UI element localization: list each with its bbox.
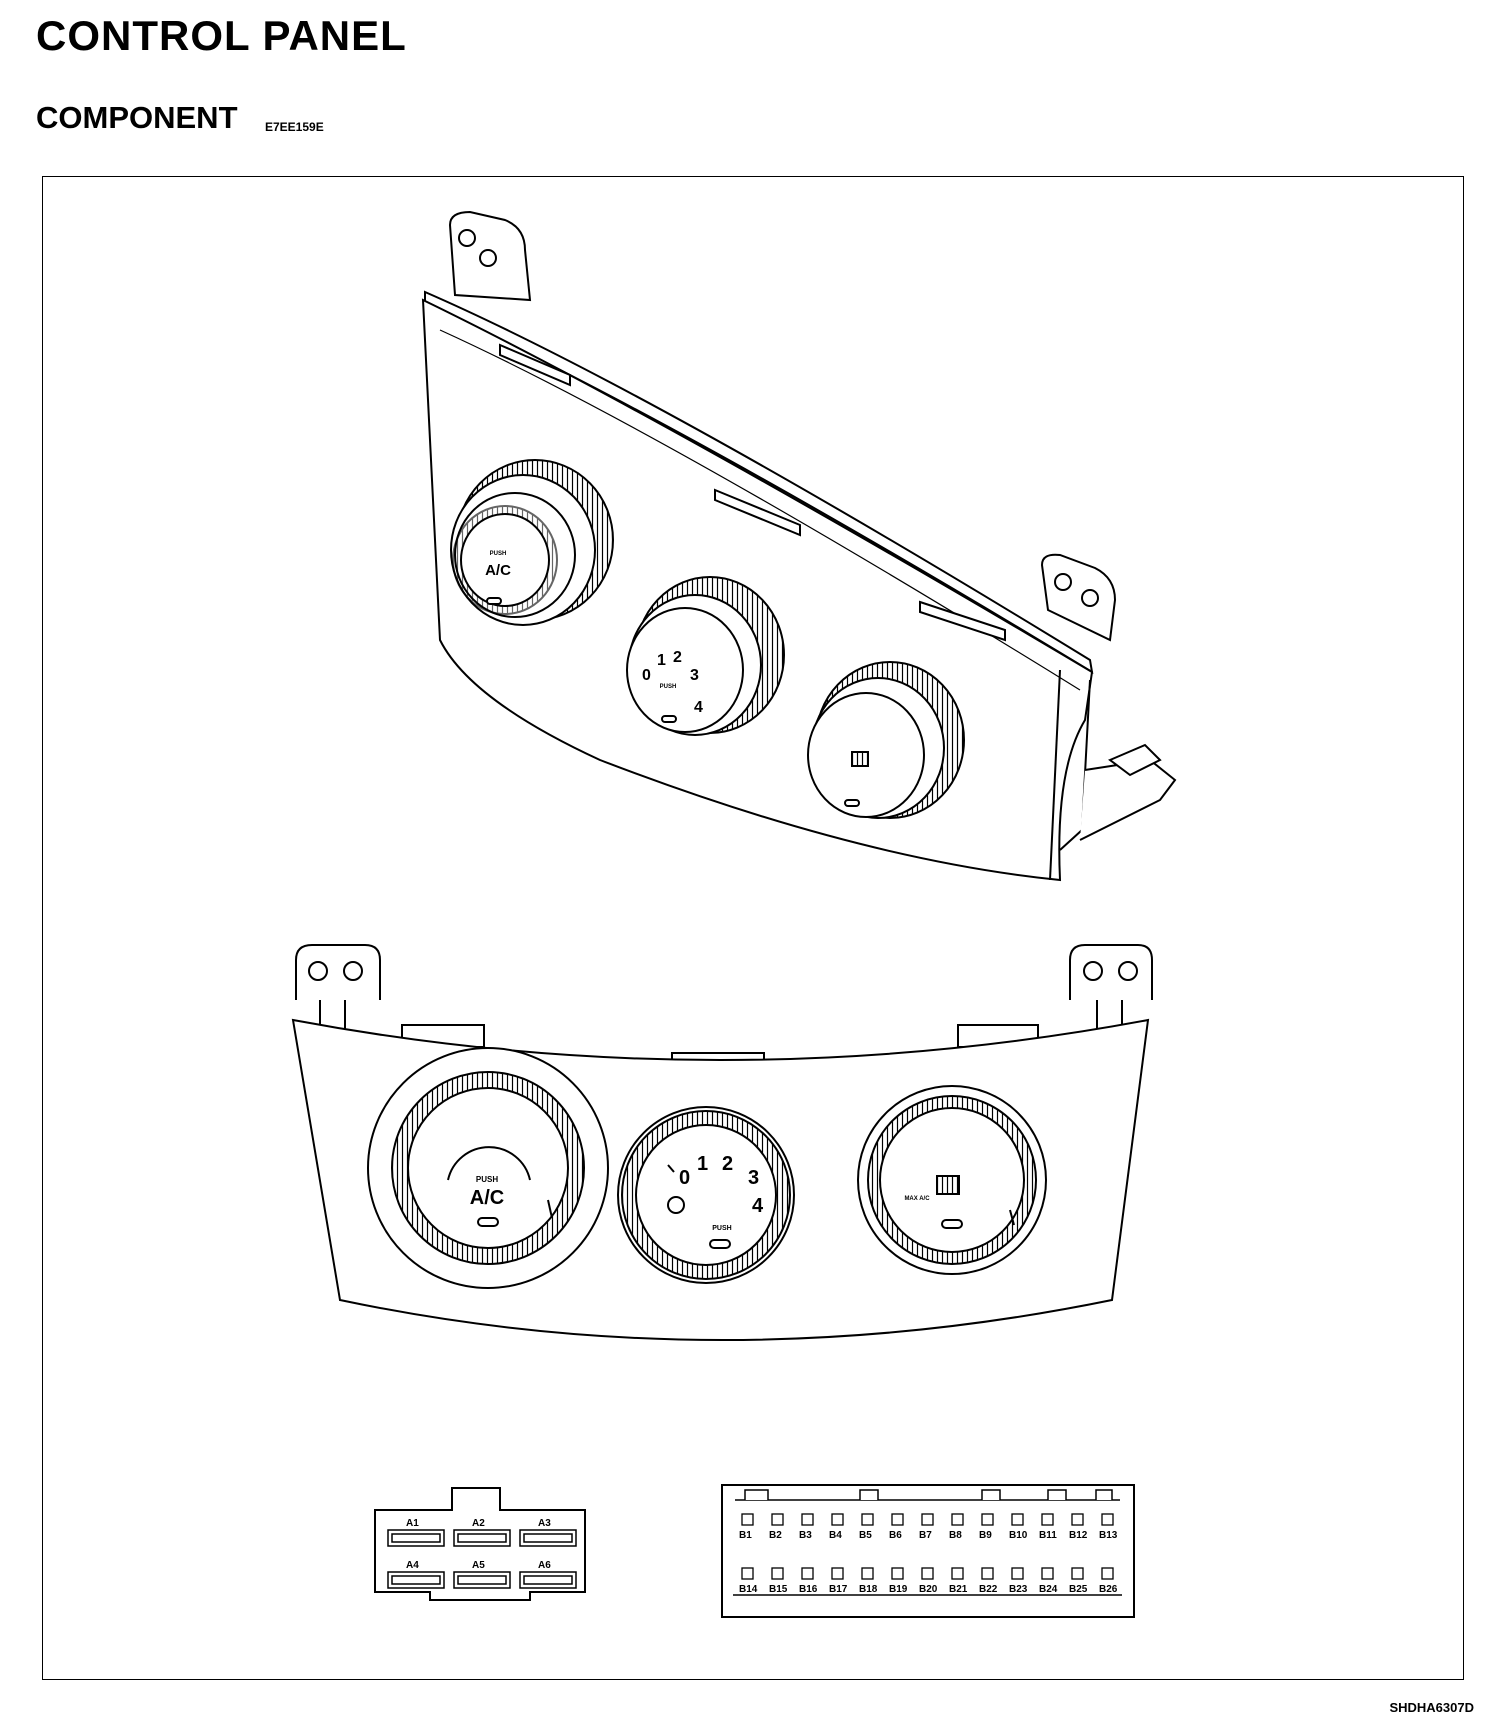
section-code: E7EE159E: [265, 120, 324, 134]
connector-b-pin-label: B19: [889, 1584, 908, 1595]
iso-knob1-push-label: PUSH: [490, 551, 507, 557]
connector-a-pin-label: A4: [406, 1560, 419, 1571]
svg-text:2: 2: [673, 649, 682, 666]
svg-text:1: 1: [697, 1153, 708, 1175]
connector-b-pin: [921, 1513, 934, 1526]
front-knob2-push-label: PUSH: [712, 1225, 731, 1232]
mounting-tab-right: [1040, 553, 1117, 642]
connector-a-pin-label: A6: [538, 1560, 551, 1571]
connector-b-pin-label: B14: [739, 1584, 758, 1595]
connector-a-pin: [519, 1571, 577, 1589]
connector-b-pin-label: B4: [829, 1530, 842, 1541]
svg-text:0: 0: [642, 667, 651, 684]
connector-b-pin: [951, 1513, 964, 1526]
connector-b-pin-label: B23: [1009, 1584, 1028, 1595]
svg-text:4: 4: [752, 1195, 764, 1217]
connector-b-pin: [771, 1567, 784, 1580]
connector-b-pin: [1041, 1567, 1054, 1580]
connector-a-pin-label: A5: [472, 1560, 485, 1571]
connector-b-pin: [981, 1513, 994, 1526]
connector-b-pin: [1071, 1567, 1084, 1580]
connector-b-pin-label: B12: [1069, 1530, 1088, 1541]
connector-b-pin-label: B13: [1099, 1530, 1118, 1541]
front-knob1-push-label: PUSH: [476, 1175, 498, 1184]
connector-b-pin-label: B8: [949, 1530, 962, 1541]
connector-b-pin-label: B22: [979, 1584, 998, 1595]
connector-a-pin-label: A1: [406, 1518, 419, 1529]
control-panel-isometric-view: [421, 210, 1177, 882]
connector-b-pin: [921, 1567, 934, 1580]
svg-text:4: 4: [694, 699, 703, 716]
front-tab-left: [295, 944, 381, 1000]
connector-b-pin: [1101, 1513, 1114, 1526]
connector-b-pin-label: B11: [1039, 1530, 1057, 1541]
connector-b-pin: [861, 1513, 874, 1526]
section-heading: COMPONENT: [36, 100, 238, 135]
connector-b-pin-label: B9: [979, 1530, 992, 1541]
connector-b-pin: [981, 1567, 994, 1580]
connector-b-pin-label: B1: [739, 1530, 752, 1541]
connector-b-pin: [891, 1513, 904, 1526]
connector-a-pin: [387, 1571, 445, 1589]
connector-b-pin-label: B5: [859, 1530, 872, 1541]
connector-a-pin: [453, 1529, 511, 1547]
connector-b-pin: [741, 1513, 754, 1526]
connector-b-pin-label: B18: [859, 1584, 878, 1595]
connector-b-pin: [741, 1567, 754, 1580]
connector-b-pin-label: B20: [919, 1584, 938, 1595]
connector-b-pin-label: B17: [829, 1584, 848, 1595]
connector-b-pin-label: B2: [769, 1530, 782, 1541]
connector-b-pin: [861, 1567, 874, 1580]
connector-b-pin-label: B7: [919, 1530, 932, 1541]
iso-knob2-push-label: PUSH: [660, 684, 677, 690]
connector-b-pin: [801, 1513, 814, 1526]
connector-b-pin-label: B3: [799, 1530, 812, 1541]
diagram-frame: [42, 176, 1464, 1680]
connector-b-pin-label: B15: [769, 1584, 788, 1595]
control-panel-front-view: [291, 944, 1153, 1341]
connector-b-pin-label: B25: [1069, 1584, 1088, 1595]
connector-b-pin: [891, 1567, 904, 1580]
connector-a-pin-label: A3: [538, 1518, 551, 1529]
connector-b-pin: [831, 1513, 844, 1526]
connector-b-pin-label: B6: [889, 1530, 902, 1541]
connector-b-pin: [771, 1513, 784, 1526]
connector-b-pin: [1011, 1567, 1024, 1580]
connector-b-pin: [1041, 1513, 1054, 1526]
svg-text:3: 3: [690, 667, 699, 684]
connector-a-pin-label: A2: [472, 1518, 485, 1529]
connector-b-pin: [1071, 1513, 1084, 1526]
connector-b-pin-label: B16: [799, 1584, 818, 1595]
connector-b-pin: [951, 1567, 964, 1580]
front-fan-numbers: 0 1 2 3 4: [679, 1153, 764, 1217]
svg-text:1: 1: [657, 652, 666, 669]
connector-b-pin-label: B21: [949, 1584, 968, 1595]
connector-b-pin-label: B26: [1099, 1584, 1118, 1595]
front-tab-right: [1069, 944, 1153, 1000]
connector-b-pin: [801, 1567, 814, 1580]
figure-id: SHDHA6307D: [1389, 1700, 1474, 1715]
connector-b-pin-label: B24: [1039, 1584, 1058, 1595]
connector-a-pin: [387, 1529, 445, 1547]
iso-knob1-ac-label: A/C: [485, 562, 511, 579]
connector-b-pin: [1101, 1567, 1114, 1580]
svg-text:0: 0: [679, 1167, 690, 1189]
connector-b-pin: [1011, 1513, 1024, 1526]
connector-a-pin: [453, 1571, 511, 1589]
page-title: CONTROL PANEL: [36, 12, 407, 59]
connector-b-pin: [831, 1567, 844, 1580]
svg-text:2: 2: [722, 1153, 733, 1175]
connector-b-pin-label: B10: [1009, 1530, 1028, 1541]
front-knob3-maxac-label: MAX A/C: [904, 1196, 930, 1202]
connector-a-pin: [519, 1529, 577, 1547]
svg-text:3: 3: [748, 1167, 759, 1189]
front-knob1-ac-label: A/C: [470, 1187, 504, 1209]
iso-fan-numbers: 0 1 2 3 4: [642, 649, 703, 716]
